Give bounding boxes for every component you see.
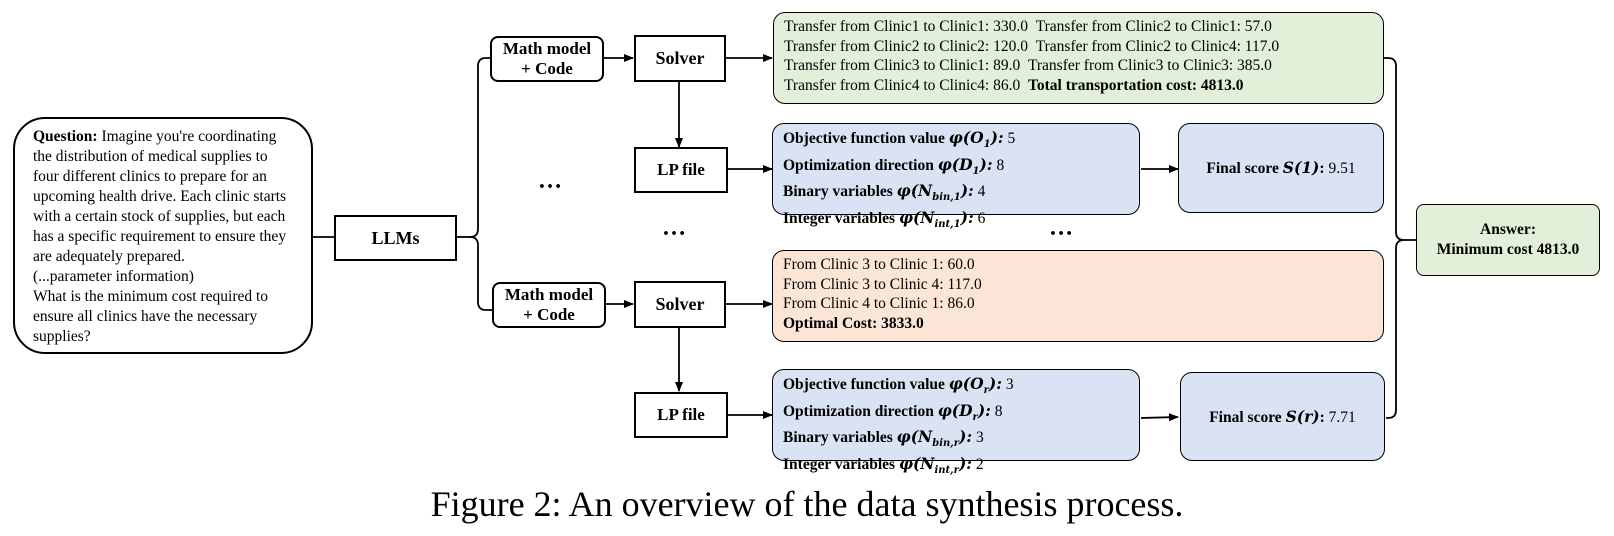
metric-objective-2: Objective function value φ(Or): 3 <box>783 374 1014 397</box>
final-score-value-2: 7.71 <box>1328 408 1356 426</box>
metric-objective-1: Objective function value φ(O1): 5 <box>783 128 1016 151</box>
total-cost-1: Total transportation cost: 4813.0 <box>1027 76 1244 94</box>
ellipsis-models: … <box>538 168 564 194</box>
figure-caption: Figure 2: An overview of the data synthe… <box>430 484 1184 524</box>
metric-direction-2: Optimization direction φ(Dr): 8 <box>783 400 1003 423</box>
answer-title: Answer: <box>1480 221 1536 238</box>
answer-box: Answer: Minimum cost 4813.0 <box>1416 204 1600 276</box>
result-line: From Clinic 4 to Clinic 1: 86.0 <box>783 295 975 312</box>
result-line: Transfer from Clinic1 to Clinic1: 330.0 … <box>784 18 1272 35</box>
question-params: (...parameter information) <box>33 268 194 285</box>
metric-binary-2: Binary variables φ(Nbin,r): 3 <box>783 427 984 450</box>
lp-metrics-box-1: Objective function value φ(O1): 5 Optimi… <box>772 123 1140 230</box>
ellipsis-solvers: … <box>662 215 688 241</box>
question-box: Question: Imagine you're coordinating th… <box>13 117 313 354</box>
solver-label-1: Solver <box>655 48 705 68</box>
final-score-box-2: Final score S(r): 7.71 <box>1180 372 1385 461</box>
metric-integer-2: Integer variables φ(Nint,r): 2 <box>783 453 984 476</box>
metric-integer-1: Integer variables φ(Nint,1): 6 <box>783 207 986 230</box>
result-line: From Clinic 3 to Clinic 4: 117.0 <box>783 275 982 293</box>
math-model-box-2: Math model + Code <box>492 282 606 328</box>
metric-direction-1: Optimization direction φ(D1): 8 <box>783 154 1005 177</box>
math-model-box-1: Math model + Code <box>490 36 604 82</box>
result-line: Transfer from Clinic3 to Clinic1: 89.0 T… <box>784 57 1272 74</box>
llms-box: LLMs <box>334 215 457 261</box>
final-score-box-1: Final score S(1): 9.51 <box>1178 123 1384 213</box>
lp-metrics-box-2: Objective function value φ(Or): 3 Optimi… <box>772 369 1140 476</box>
result-line: Transfer from Clinic4 to Clinic4: 86.0 T… <box>784 76 1244 94</box>
solver-result-box-2: From Clinic 3 to Clinic 1: 60.0 From Cli… <box>772 250 1384 342</box>
ellipsis-results: … <box>1049 215 1075 241</box>
result-line: Transfer from Clinic2 to Clinic2: 120.0 … <box>784 37 1280 55</box>
metric-binary-1: Binary variables φ(Nbin,1): 4 <box>783 181 986 204</box>
question-ask: What is the minimum cost required to ens… <box>33 288 269 345</box>
lp-file-box-2: LP file <box>634 392 728 438</box>
llms-label: LLMs <box>371 227 420 248</box>
solver-label-2: Solver <box>655 294 705 314</box>
result-line: From Clinic 3 to Clinic 1: 60.0 <box>783 256 975 273</box>
math-model-label-1: Math model <box>502 39 592 58</box>
solver-box-2: Solver <box>634 281 726 328</box>
math-model-label-2: Math model <box>504 285 594 304</box>
answer-value: Minimum cost 4813.0 <box>1436 241 1580 258</box>
final-score-label-2: Final score <box>1209 408 1282 426</box>
optimal-cost-2: Optimal Cost: 3833.0 <box>783 314 924 332</box>
solver-box-1: Solver <box>634 35 726 82</box>
question-body: Imagine you're coordinating the distribu… <box>33 128 287 265</box>
lp-file-label-1: LP file <box>657 160 705 179</box>
code-label-2: + Code <box>523 305 575 324</box>
lp-file-label-2: LP file <box>657 405 705 424</box>
final-score-value-1: 9.51 <box>1328 160 1356 177</box>
lp-file-box-1: LP file <box>634 147 728 193</box>
final-score-label-1: Final score <box>1206 160 1279 177</box>
code-label-1: + Code <box>521 59 573 78</box>
solver-result-box-1: Transfer from Clinic1 to Clinic1: 330.0 … <box>773 12 1384 104</box>
question-label: Question: <box>33 128 98 145</box>
